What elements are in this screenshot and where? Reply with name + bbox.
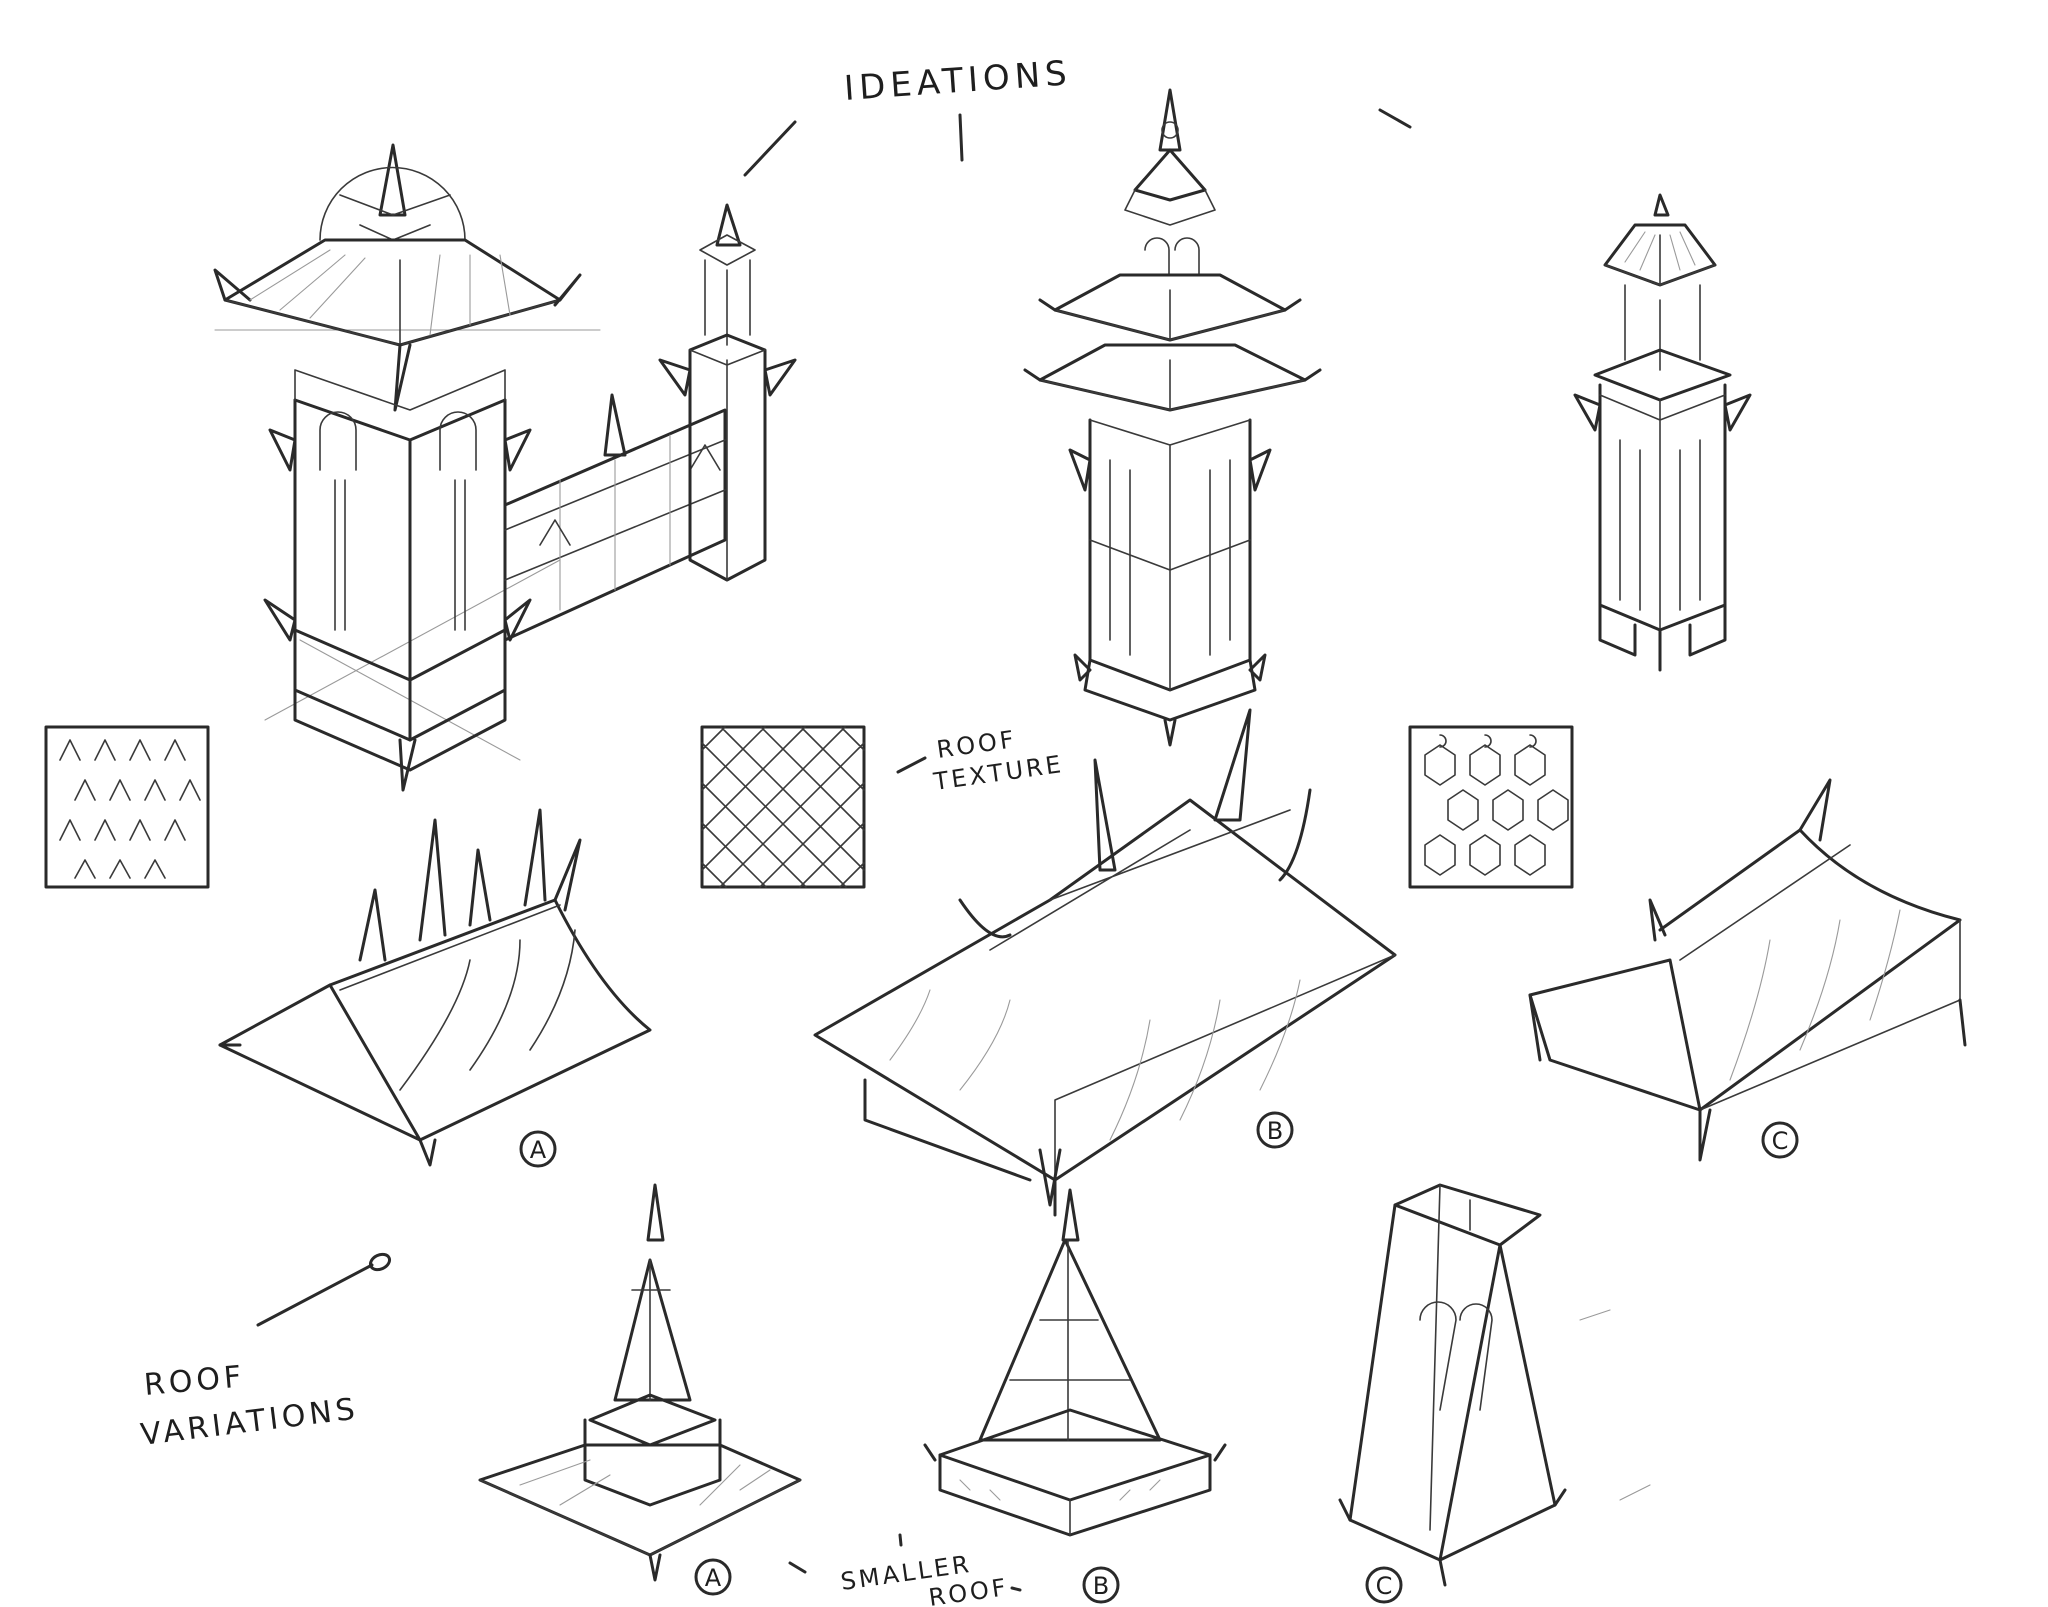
spire-label-b-text: B — [1093, 1572, 1109, 1600]
ideations-text: IDEATIONS — [843, 53, 1073, 109]
ideations-stroke-right — [1378, 108, 1412, 129]
roof-variations-arrow-head — [368, 1252, 392, 1272]
spire-label-b: B — [1082, 1566, 1120, 1604]
spire-variant-a-sketch — [478, 1183, 802, 1582]
roof-texture-stroke — [896, 756, 927, 774]
smaller-roof-stroke-right — [1010, 1586, 1022, 1592]
roof-variant-a-sketch — [218, 808, 652, 1167]
roof-variations-line2: VARIATIONS — [139, 1391, 361, 1452]
texture-swatch-spikes — [44, 725, 210, 889]
roof-label-a: A — [519, 1130, 557, 1168]
texture-swatch-hexagons — [1408, 725, 1574, 889]
roof-label-a-text: A — [530, 1136, 547, 1164]
smaller-roof-stroke-left — [788, 1561, 807, 1574]
roof-label-c-text: C — [1772, 1127, 1789, 1155]
spire-variant-c-sketch — [1338, 1183, 1651, 1587]
roof-label-c: C — [1761, 1121, 1799, 1159]
spire-label-a: A — [694, 1558, 732, 1596]
ideations-stroke-center — [958, 113, 964, 162]
spire-label-a-text: A — [705, 1564, 722, 1592]
roof-variations-arrow-line — [256, 1263, 374, 1327]
roof-variations-line1: ROOF — [143, 1359, 247, 1403]
roof-label-b-text: B — [1267, 1117, 1283, 1145]
roof-variant-b-sketch — [813, 708, 1397, 1217]
roof-variations-note: ROOF VARIATIONS — [139, 1252, 392, 1453]
roof-texture-note: ROOF TEXTURE — [896, 725, 1065, 796]
ideations-stroke-left — [743, 120, 797, 177]
roof-label-b: B — [1256, 1111, 1294, 1149]
spire-tower-sketch — [1023, 88, 1322, 747]
tower-with-wall-sketch — [213, 143, 797, 792]
spire-variant-b-sketch — [923, 1188, 1227, 1537]
roof-variant-c-sketch — [1528, 778, 1967, 1162]
smaller-roof-note: SMALLER ROOF — [788, 1533, 1022, 1607]
spire-label-c: C — [1365, 1566, 1403, 1604]
gazebo-tower-sketch — [1573, 193, 1752, 672]
smaller-roof-stroke-top — [898, 1533, 903, 1547]
ideations-heading: IDEATIONS — [743, 53, 1412, 177]
spire-label-c-text: C — [1376, 1572, 1393, 1600]
texture-swatch-scales — [700, 725, 866, 889]
